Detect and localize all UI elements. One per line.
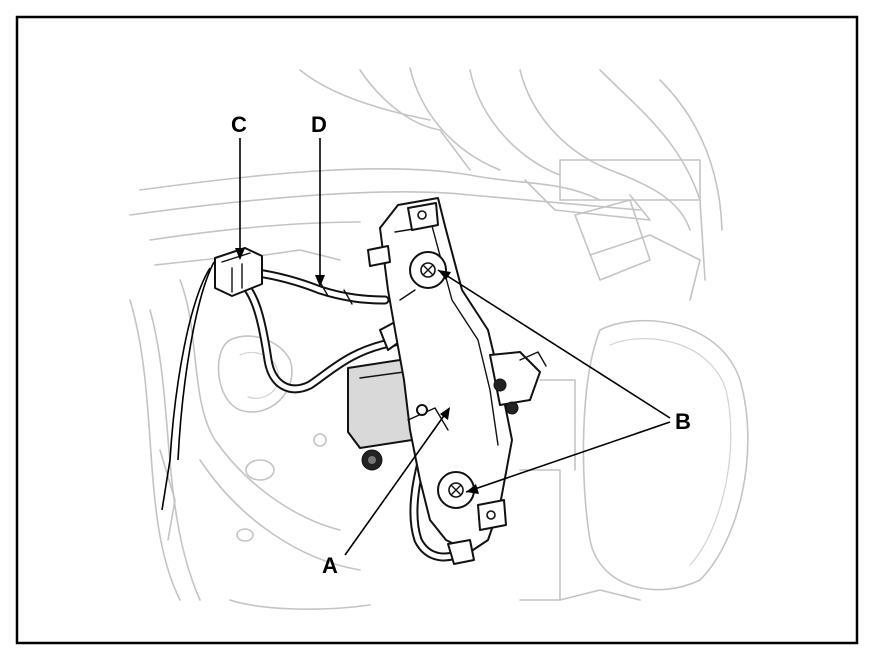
latch-rod-fittings — [489, 351, 547, 415]
callout-label-b: B — [675, 409, 691, 434]
callout-label-c: C — [231, 112, 247, 137]
harness-connector — [161, 247, 263, 511]
callout-leaders — [239, 138, 671, 556]
callout-label-a: A — [322, 553, 338, 578]
door-panel-background — [129, 67, 749, 610]
mounting-screw-upper — [409, 251, 447, 289]
callout-arrowheads — [235, 248, 479, 494]
diagram-frame — [15, 15, 859, 645]
door-latch-assembly — [367, 197, 513, 565]
wiring-harness — [227, 265, 467, 562]
callout-label-d: D — [311, 112, 327, 137]
